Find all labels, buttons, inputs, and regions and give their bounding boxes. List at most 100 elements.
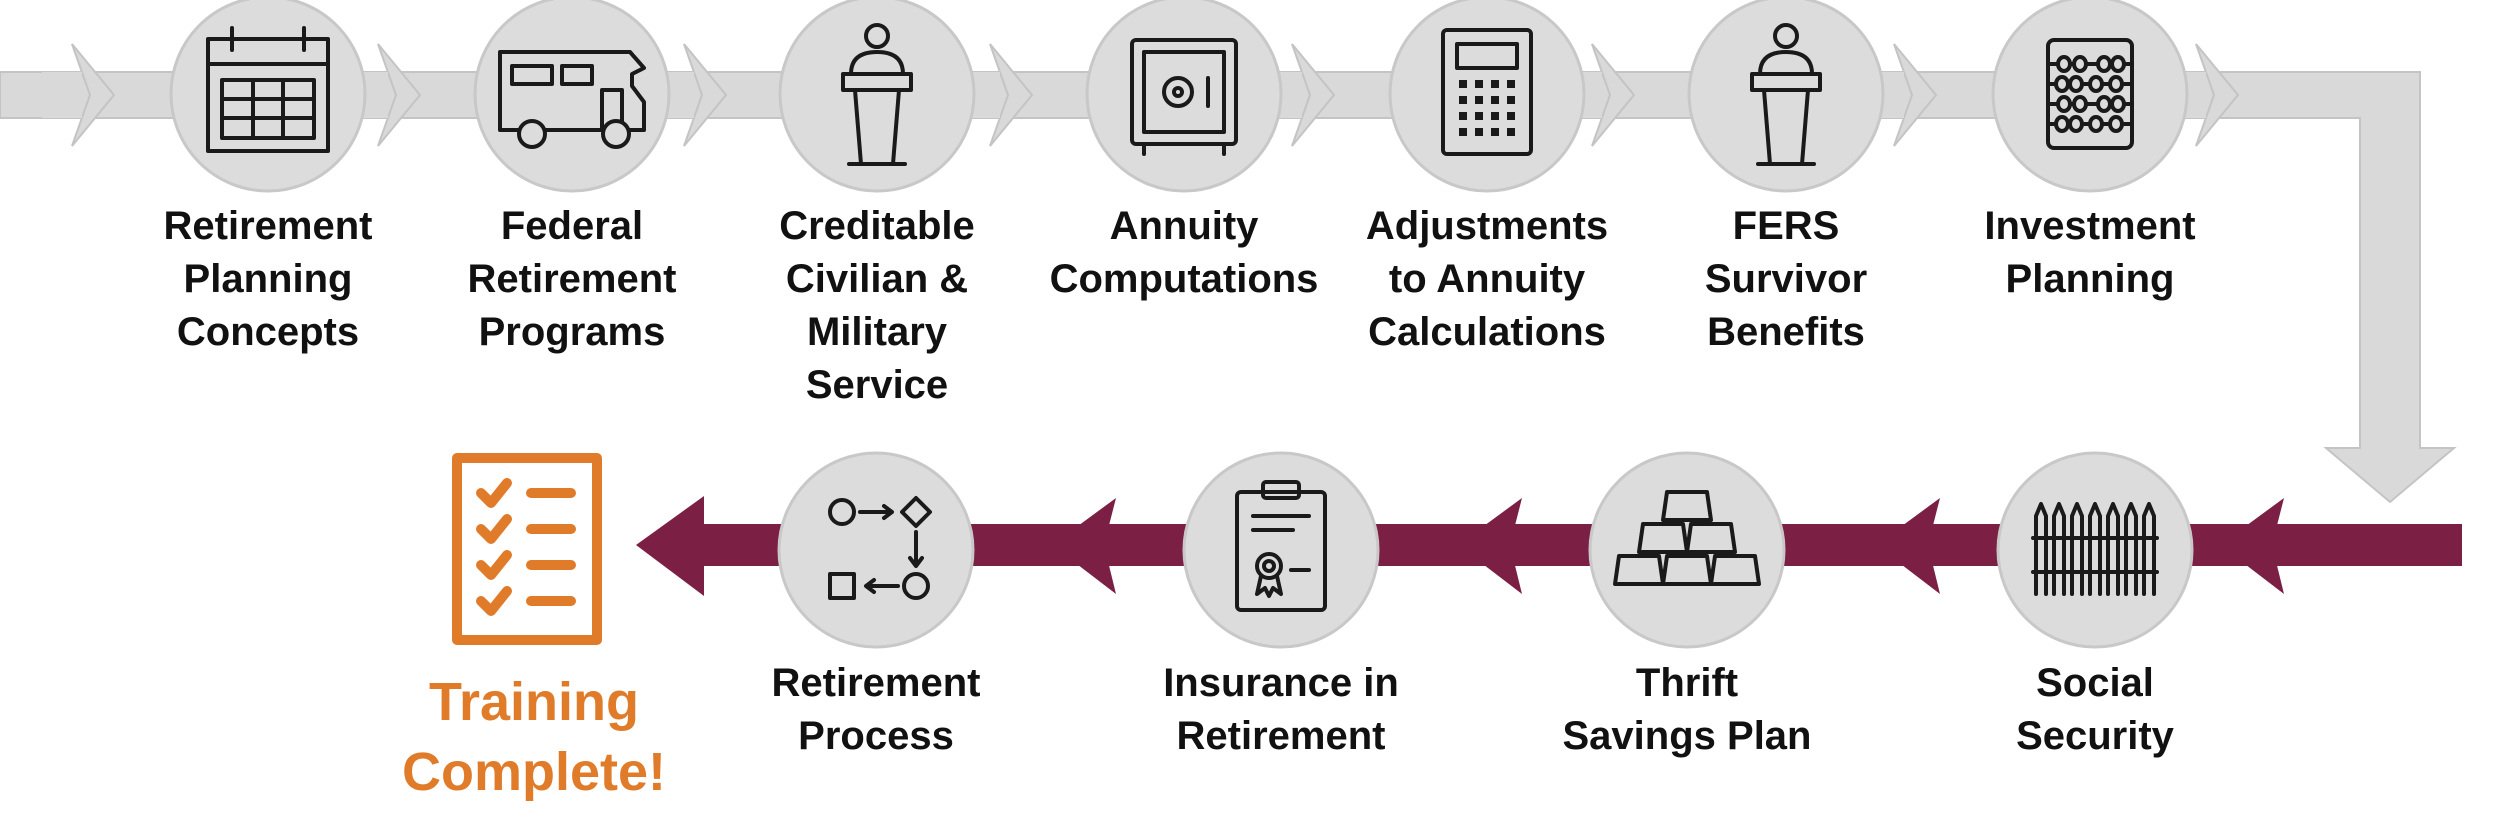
step-circle bbox=[1996, 451, 2194, 649]
arrow-head-left bbox=[636, 496, 704, 596]
calculator-key bbox=[1507, 96, 1515, 104]
step-retirement-process bbox=[777, 451, 975, 649]
rv-icon bbox=[498, 50, 646, 149]
check-mark bbox=[476, 550, 512, 580]
step-circle bbox=[1991, 0, 2189, 193]
right-chevron bbox=[989, 43, 1034, 147]
checklist-icon bbox=[452, 453, 602, 645]
step-social-security bbox=[1996, 451, 2194, 649]
calculator-key bbox=[1507, 128, 1515, 136]
abacus-bead bbox=[2110, 95, 2126, 113]
step-circle bbox=[1182, 451, 1380, 649]
step-circle bbox=[1085, 0, 1283, 193]
abacus-bead bbox=[2108, 75, 2124, 93]
calculator-key bbox=[1475, 96, 1483, 104]
top-row-steps bbox=[169, 0, 2189, 193]
bottom-step-label-4: Retirement Process bbox=[771, 661, 981, 758]
top-step-label-6: FERS Survivor Benefits bbox=[1704, 204, 1868, 354]
fence-picket bbox=[2070, 502, 2084, 596]
abacus-icon bbox=[2046, 38, 2134, 150]
safe-icon bbox=[1130, 38, 1238, 156]
calculator-key bbox=[1491, 96, 1499, 104]
gold-bars-icon bbox=[1613, 490, 1761, 586]
calculator-key bbox=[1475, 80, 1483, 88]
step-federal-retirement-programs bbox=[473, 0, 671, 193]
check-mark bbox=[476, 478, 512, 508]
step-circle bbox=[777, 451, 975, 649]
step-circle bbox=[1687, 0, 1885, 193]
bottom-step-label-1: Social Security bbox=[2016, 661, 2174, 758]
step-fers-survivor-benefits bbox=[1687, 0, 1885, 193]
top-step-label-1: Retirement Planning Concepts bbox=[163, 204, 373, 354]
final-training-complete bbox=[452, 453, 602, 645]
bottom-chevrons bbox=[636, 496, 2284, 596]
step-circle bbox=[778, 0, 976, 193]
right-chevron bbox=[1291, 43, 1336, 147]
calculator-key bbox=[1459, 112, 1467, 120]
calendar-icon bbox=[206, 26, 330, 153]
calculator-key bbox=[1475, 128, 1483, 136]
calculator-key bbox=[1507, 112, 1515, 120]
abacus-bead bbox=[2068, 75, 2084, 93]
right-chevron bbox=[377, 43, 422, 147]
calculator-key bbox=[1507, 80, 1515, 88]
step-investment-planning bbox=[1991, 0, 2189, 193]
abacus-bead bbox=[2096, 95, 2112, 113]
abacus-bead bbox=[2056, 95, 2072, 113]
abacus-bead bbox=[2072, 95, 2088, 113]
bottom-step-label-2: Thrift Savings Plan bbox=[1562, 661, 1812, 758]
step-adjustments-to-annuity-calculations bbox=[1388, 0, 1586, 193]
fence-picket bbox=[2034, 502, 2048, 596]
step-circle bbox=[1388, 0, 1586, 193]
abacus-bead bbox=[2054, 115, 2070, 133]
right-chevron bbox=[683, 43, 728, 147]
fence-picket bbox=[2106, 502, 2120, 596]
fence-picket bbox=[2052, 502, 2066, 596]
left-chevron bbox=[1876, 498, 1940, 594]
calculator-key bbox=[1491, 112, 1499, 120]
training-complete-label: Training Complete! bbox=[401, 672, 666, 802]
check-mark bbox=[476, 586, 512, 616]
calculator-key bbox=[1475, 112, 1483, 120]
bottom-row-steps bbox=[777, 451, 2194, 649]
top-step-label-5: Adjustments to Annuity Calculations bbox=[1365, 204, 1609, 354]
podium-speaker-icon bbox=[841, 23, 913, 166]
abacus-bead bbox=[2108, 115, 2124, 133]
step-creditable-civilian-military-service bbox=[778, 0, 976, 193]
abacus-bead bbox=[2054, 75, 2070, 93]
abacus-bead bbox=[2072, 55, 2088, 73]
top-step-label-3: Creditable Civilian & Military Service bbox=[779, 204, 975, 407]
abacus-bead bbox=[2110, 55, 2126, 73]
right-chevron bbox=[71, 43, 116, 147]
right-chevron bbox=[1893, 43, 1938, 147]
right-chevron bbox=[2195, 43, 2240, 147]
podium-speaker-icon bbox=[1750, 23, 1822, 166]
abacus-bead bbox=[2056, 55, 2072, 73]
bottom-step-label-3: Insurance in Retirement bbox=[1163, 661, 1399, 758]
step-thrift-savings-plan bbox=[1588, 451, 1786, 649]
left-chevron bbox=[1052, 498, 1116, 594]
step-annuity-computations bbox=[1085, 0, 1283, 193]
fence-icon bbox=[2031, 502, 2159, 596]
check-mark bbox=[476, 514, 512, 544]
left-chevron bbox=[1458, 498, 1522, 594]
calculator-key bbox=[1459, 128, 1467, 136]
abacus-bead bbox=[2088, 75, 2104, 93]
step-insurance-in-retirement bbox=[1182, 451, 1380, 649]
step-circle bbox=[169, 0, 367, 193]
calculator-key bbox=[1491, 128, 1499, 136]
process-flow-icon bbox=[828, 496, 932, 600]
calculator-key bbox=[1459, 96, 1467, 104]
chevron-fill bbox=[42, 72, 82, 118]
top-step-label-4: Annuity Computations bbox=[1049, 204, 1319, 301]
calculator-key bbox=[1459, 80, 1467, 88]
step-retirement-planning-concepts bbox=[169, 0, 367, 193]
fence-picket bbox=[2142, 502, 2156, 596]
fence-picket bbox=[2124, 502, 2138, 596]
calculator-icon bbox=[1441, 28, 1533, 156]
left-chevron bbox=[2220, 498, 2284, 594]
abacus-bead bbox=[2068, 115, 2084, 133]
top-step-label-7: Investment Planning bbox=[1984, 204, 2196, 301]
top-step-label-2: Federal Retirement Programs bbox=[467, 204, 677, 354]
